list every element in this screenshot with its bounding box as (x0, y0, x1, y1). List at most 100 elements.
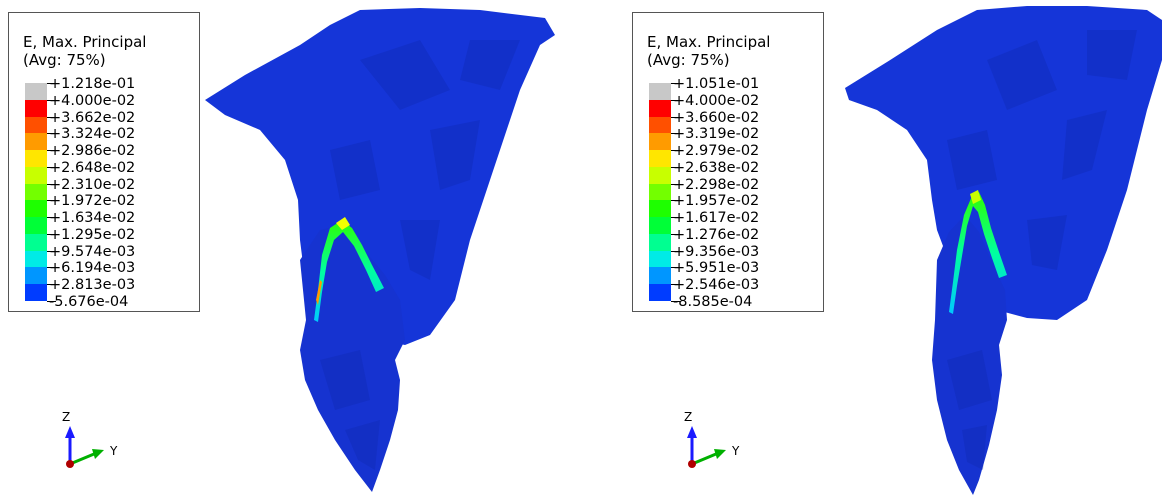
legend-swatch (25, 150, 47, 167)
legend-tick (671, 133, 680, 135)
legend-tick (671, 166, 680, 168)
legend-tick (671, 150, 680, 152)
legend-swatch (25, 267, 47, 285)
legend-tick (671, 233, 680, 235)
legend-level: +1.617e-02 (673, 210, 760, 227)
legend-tick (671, 284, 680, 286)
legend-level: +1.972e-02 (49, 193, 136, 210)
legend-swatch (649, 200, 671, 218)
legend-tick (47, 233, 56, 235)
legend-level: +6.194e-03 (49, 260, 136, 277)
viewport-left[interactable]: E, Max. Principal (Avg: 75%) +1.218e-01 … (0, 0, 587, 499)
legend-level: -8.585e-04 (673, 294, 753, 310)
orientation-triad: Z Y (62, 410, 118, 468)
legend-tick (47, 150, 56, 152)
lower-root-mesh (300, 225, 405, 492)
legend-tick (671, 99, 680, 101)
viewport-right[interactable]: E, Max. Principal (Avg: 75%) +1.051e-01 … (587, 0, 1174, 499)
legend-swatch (649, 133, 671, 151)
legend-panel: E, Max. Principal (Avg: 75%) +1.051e-01 … (632, 12, 824, 312)
legend-title: E, Max. Principal (23, 33, 147, 51)
legend-level: +3.319e-02 (673, 126, 760, 143)
fe-model-contour[interactable] (0, 0, 587, 499)
legend-tick (47, 250, 56, 252)
legend-level: +2.813e-03 (49, 277, 136, 294)
legend-swatch (649, 116, 671, 134)
legend-swatch (25, 233, 47, 251)
legend-swatch (649, 150, 671, 167)
upper-body-mesh (845, 6, 1162, 320)
legend-color-bar (25, 83, 56, 302)
legend-level: +9.574e-03 (49, 243, 136, 260)
fe-model-contour[interactable] (587, 0, 1174, 499)
legend-level: +1.634e-02 (49, 210, 136, 227)
legend-tick (47, 267, 56, 269)
legend-swatch (25, 217, 47, 234)
legend-title: E, Max. Principal (647, 33, 771, 51)
legend-level: +3.662e-02 (49, 109, 136, 126)
legend-swatch (25, 133, 47, 151)
legend-tick (671, 200, 680, 202)
legend-level: +2.979e-02 (673, 143, 760, 160)
legend-tick (47, 284, 56, 286)
legend-tick (671, 217, 680, 219)
legend-tick (47, 183, 56, 185)
legend-swatch (649, 250, 671, 268)
legend-level: +2.310e-02 (49, 176, 136, 193)
legend-level: +1.218e-01 (49, 76, 136, 92)
legend-level: +3.660e-02 (673, 109, 760, 126)
legend-swatch (649, 83, 671, 100)
legend-tick (47, 166, 56, 168)
triad-y-label: Y (109, 444, 118, 458)
legend-swatch (25, 250, 47, 268)
legend-swatch (25, 83, 47, 100)
y-axis-arrow (69, 452, 95, 466)
legend-tick (47, 200, 56, 202)
legend-swatch (25, 116, 47, 134)
legend-level: +5.951e-03 (673, 260, 760, 277)
strain-contour-band (314, 220, 384, 322)
legend-level: +4.000e-02 (49, 92, 136, 109)
legend-color-bar (649, 83, 680, 302)
legend-tick (47, 116, 56, 118)
legend-panel: E, Max. Principal (Avg: 75%) +1.218e-01 … (8, 12, 200, 312)
y-axis-arrow (691, 452, 717, 466)
orientation-triad: Z Y (684, 410, 740, 468)
legend-level: +2.298e-02 (673, 176, 760, 193)
triad-origin (688, 460, 696, 468)
legend-swatch (25, 99, 47, 117)
legend-swatch (25, 284, 47, 301)
legend-swatch (649, 217, 671, 234)
legend-tick (47, 83, 56, 84)
legend-level: +1.051e-01 (673, 76, 760, 92)
legend-tick (671, 250, 680, 252)
legend-level: +9.356e-03 (673, 243, 760, 260)
lower-root-mesh (932, 215, 1007, 495)
legend-swatch (649, 166, 671, 184)
legend-swatch (649, 267, 671, 285)
legend-tick (47, 133, 56, 135)
legend-swatch (649, 284, 671, 301)
legend-level: +2.648e-02 (49, 159, 136, 176)
legend-level: +1.957e-02 (673, 193, 760, 210)
legend-level: +1.276e-02 (673, 226, 760, 243)
legend-swatch (649, 99, 671, 117)
legend-tick (671, 183, 680, 185)
legend-subtitle: (Avg: 75%) (647, 51, 730, 69)
legend-tick (671, 83, 680, 84)
triad-y-label: Y (731, 444, 740, 458)
legend-swatch (25, 200, 47, 218)
legend-tick (47, 99, 56, 101)
strain-contour-band (949, 192, 1007, 314)
legend-swatch (649, 183, 671, 201)
legend-level: -5.676e-04 (49, 294, 129, 310)
legend-swatch (649, 233, 671, 251)
legend-subtitle: (Avg: 75%) (23, 51, 106, 69)
legend-tick (47, 301, 56, 302)
legend-level: +3.324e-02 (49, 126, 136, 143)
triad-z-label: Z (62, 410, 70, 424)
upper-body-mesh (205, 8, 555, 345)
legend-tick (47, 217, 56, 219)
legend-level: +2.546e-03 (673, 277, 760, 294)
legend-swatch (25, 166, 47, 184)
